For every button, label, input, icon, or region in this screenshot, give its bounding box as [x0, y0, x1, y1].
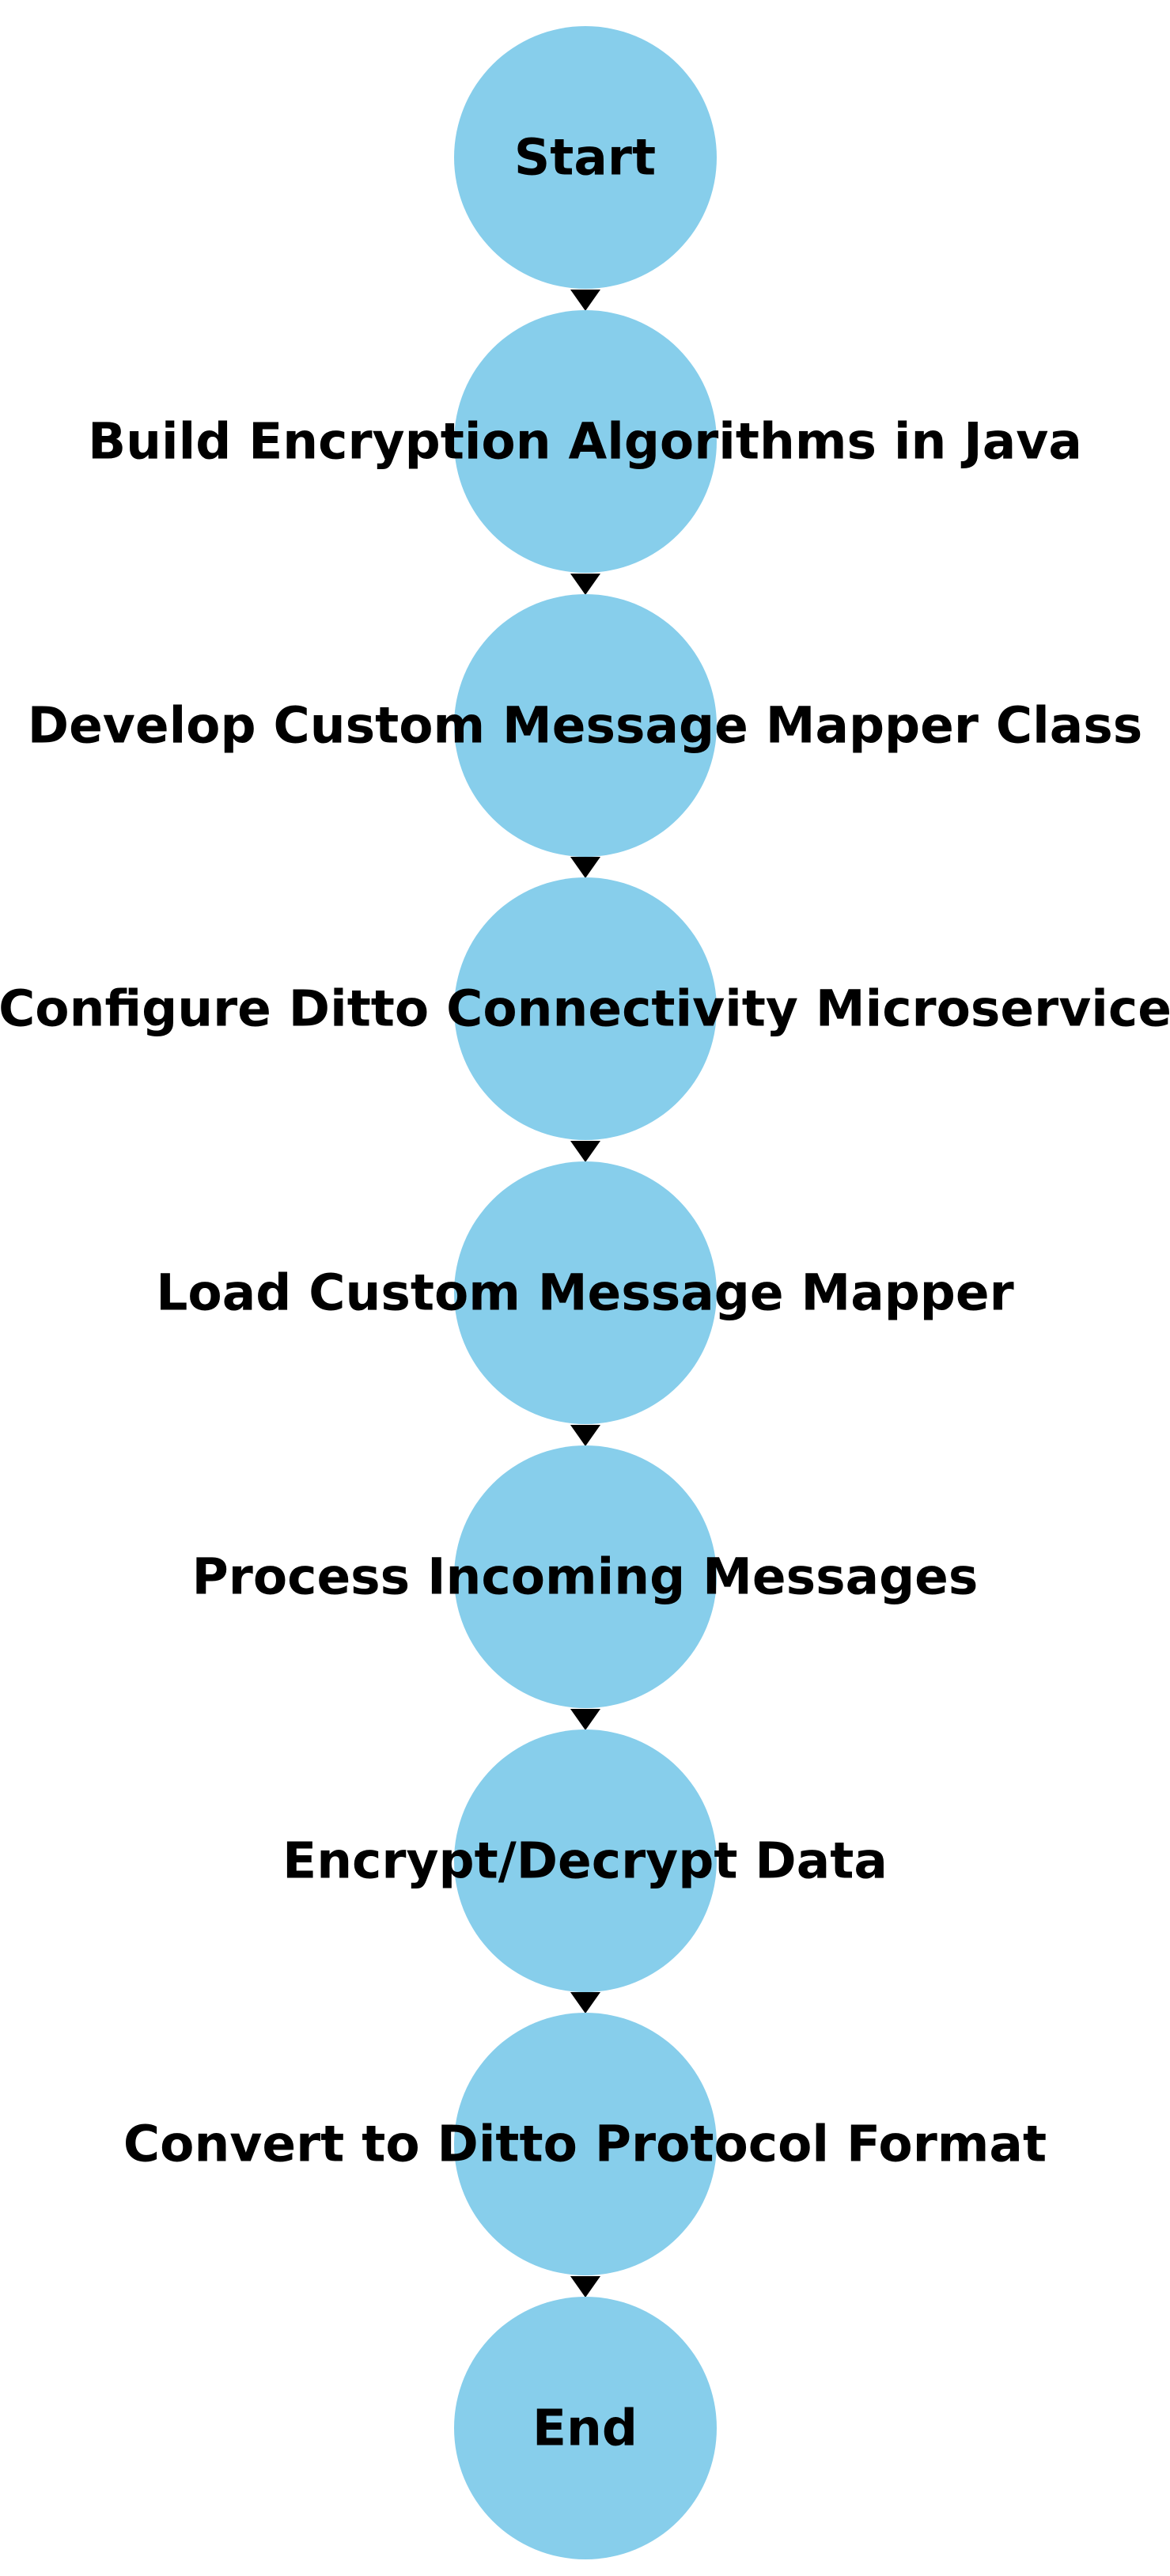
flow-node-label-process-incoming-messages: Process Incoming Messages [191, 1547, 979, 1606]
flow-node-label-develop-custom-message-mapper: Develop Custom Message Mapper Class [27, 696, 1143, 754]
flow-node-circle-process-incoming-messages [453, 1445, 717, 1708]
arrow-down-icon [570, 1992, 600, 2014]
arrow-down-icon [570, 2276, 600, 2298]
flow-node-circle-encrypt-decrypt-data [453, 1729, 717, 1992]
flow-node-circle-convert-to-ditto-protocol [453, 2013, 717, 2276]
flow-node-label-end: End [532, 2399, 638, 2457]
flow-node-circle-end [453, 2297, 717, 2559]
flow-node-circle-build-encryption-algorithms [453, 309, 717, 573]
arrow-down-icon [570, 1424, 600, 1446]
arrow-down-icon [570, 1141, 600, 1162]
flow-node-circle-configure-ditto-connectivity [453, 877, 717, 1141]
flow-node-label-load-custom-message-mapper: Load Custom Message Mapper [156, 1263, 1014, 1322]
flow-node-label-convert-to-ditto-protocol: Convert to Ditto Protocol Format [123, 2115, 1047, 2173]
arrow-down-icon [570, 1708, 600, 1730]
flow-node-label-configure-ditto-connectivity: Configure Ditto Connectivity Microservic… [0, 979, 1170, 1038]
flow-node-circle-load-custom-message-mapper [453, 1161, 717, 1424]
flow-node-label-start: Start [513, 128, 657, 187]
flow-node-label-encrypt-decrypt-data: Encrypt/Decrypt Data [282, 1832, 888, 1889]
arrow-down-icon [570, 573, 600, 595]
flow-node-circle-start [453, 26, 717, 289]
arrow-down-icon [570, 857, 600, 879]
flow-node-label-build-encryption-algorithms: Build Encryption Algorithms in Java [88, 412, 1082, 471]
flow-node-circle-develop-custom-message-mapper [453, 593, 717, 857]
arrow-down-icon [570, 289, 600, 311]
